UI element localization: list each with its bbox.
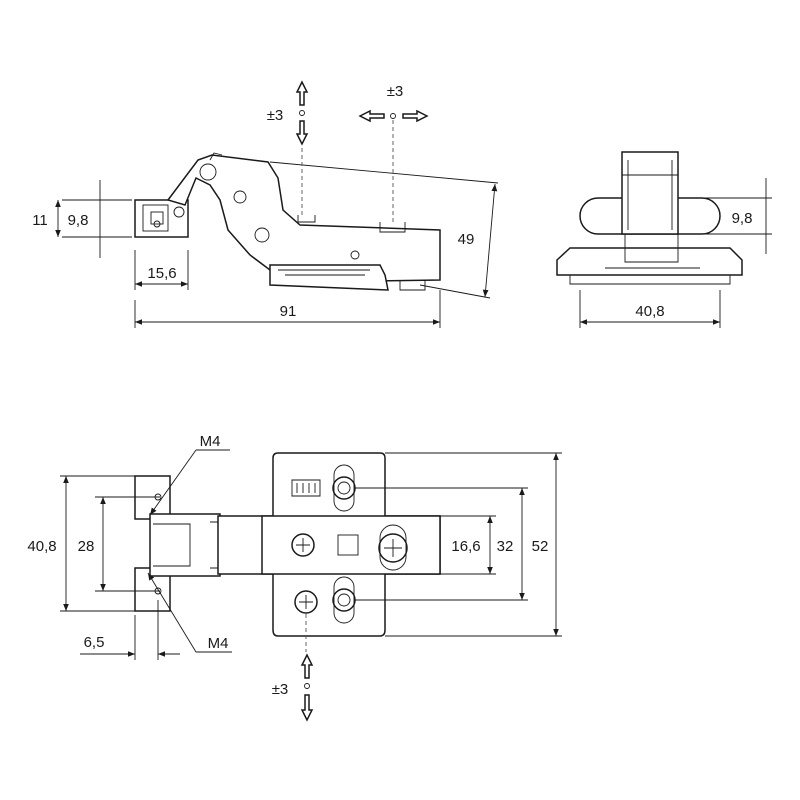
dim-side-length-91: 91 bbox=[280, 303, 297, 320]
dim-top-height-28: 28 bbox=[78, 538, 95, 555]
dim-top-thread-upper: M4 bbox=[200, 433, 221, 450]
dim-side-adjust-horizontal: ±3 bbox=[387, 83, 404, 100]
side-view: 11 9,8 15,6 91 49 ±3 ±3 bbox=[32, 80, 499, 328]
phillips-screw-right-icon bbox=[378, 524, 408, 571]
dim-top-thread-lower: M4 bbox=[208, 635, 229, 652]
dim-end-height-9-8: 9,8 bbox=[732, 210, 753, 227]
top-cup-body bbox=[149, 513, 221, 577]
dim-side-height-11: 11 bbox=[32, 212, 48, 229]
horizontal-adjust-icon bbox=[358, 109, 429, 123]
dim-top-height-40-8: 40,8 bbox=[27, 538, 56, 555]
dim-top-height-16-6: 16,6 bbox=[451, 538, 480, 555]
dim-side-height-49: 49 bbox=[458, 231, 475, 248]
end-view-base bbox=[556, 247, 743, 276]
top-arm-overlay bbox=[261, 515, 441, 575]
dim-top-width-6-5: 6,5 bbox=[84, 634, 105, 651]
end-view-arm bbox=[621, 151, 679, 235]
top-cup-block-upper bbox=[134, 475, 171, 520]
plate-screw-top bbox=[332, 476, 356, 500]
phillips-screw-lower-icon bbox=[294, 590, 318, 614]
dim-top-height-52: 52 bbox=[532, 538, 549, 555]
vertical-adjust-icon bbox=[295, 80, 309, 146]
dim-top-height-32: 32 bbox=[497, 538, 514, 555]
end-view: 9,8 40,8 bbox=[556, 151, 772, 328]
top-view: 40,8 28 6,5 M4 M4 52 32 16,6 bbox=[27, 433, 562, 722]
mounting-plate bbox=[269, 264, 389, 291]
dim-side-adjust-vertical: ±3 bbox=[267, 107, 284, 124]
dim-top-adjust-vertical: ±3 bbox=[272, 681, 289, 698]
phillips-screw-left-icon bbox=[291, 533, 315, 557]
dim-end-width-40-8: 40,8 bbox=[635, 303, 664, 320]
dim-side-width-15-6: 15,6 bbox=[147, 265, 176, 282]
top-vertical-adjust-icon bbox=[300, 653, 314, 722]
dim-side-height-9-8: 9,8 bbox=[68, 212, 89, 229]
plate-screw-bottom bbox=[332, 588, 356, 612]
